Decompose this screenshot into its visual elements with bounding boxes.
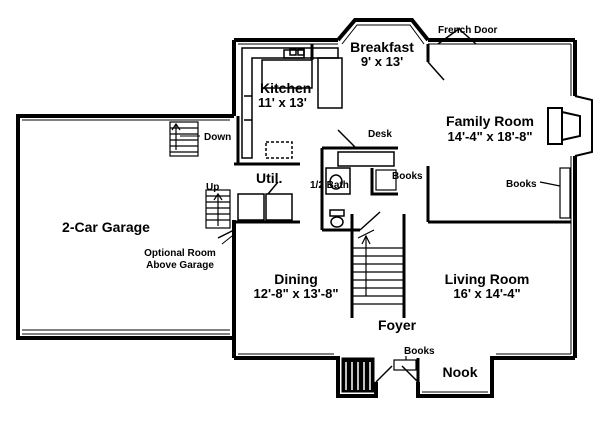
down-label: Down bbox=[204, 132, 231, 143]
entry-steps bbox=[341, 357, 375, 393]
books-nook-label: Books bbox=[404, 346, 435, 357]
bay-inner-line bbox=[341, 24, 425, 45]
washer bbox=[237, 193, 265, 221]
fireplace-outline bbox=[574, 95, 593, 157]
stair-down bbox=[169, 121, 199, 157]
vanity-sink bbox=[329, 174, 343, 190]
stair-arrow-head bbox=[361, 234, 371, 245]
living-room-dims: 16' x 14'-4" bbox=[453, 286, 520, 301]
french-door-label: French Door bbox=[438, 25, 498, 36]
wall-inner-lines bbox=[22, 24, 572, 393]
optional-room-leader bbox=[221, 235, 233, 245]
garage-stairs bbox=[169, 121, 231, 229]
bath-fixtures bbox=[325, 167, 351, 228]
util-door-swing bbox=[267, 181, 279, 195]
stair-down-arrow bbox=[171, 122, 181, 150]
half-bath-name: 1/2 Bath bbox=[310, 180, 349, 191]
stair-up bbox=[205, 189, 231, 229]
optional-room-line1: Optional Room bbox=[144, 248, 216, 259]
garage-name: 2-Car Garage bbox=[62, 219, 150, 235]
fireplace-hearth bbox=[547, 107, 563, 145]
kitchen-dims: 11' x 13' bbox=[258, 95, 307, 110]
books-bath-shelf bbox=[375, 169, 397, 191]
family-room-dims: 14'-4" x 18'-8" bbox=[447, 129, 532, 144]
stair-down-treads bbox=[170, 127, 198, 153]
books-family-shelf bbox=[559, 167, 571, 219]
family-room-name: Family Room bbox=[446, 113, 534, 129]
refrigerator bbox=[317, 57, 343, 109]
bath-door bbox=[359, 211, 381, 231]
range-burner-2 bbox=[297, 48, 305, 56]
front-door bbox=[375, 365, 393, 383]
toilet-tank bbox=[329, 209, 345, 217]
nook-name: Nook bbox=[443, 364, 478, 380]
foyer-stairs bbox=[352, 229, 404, 305]
kitchen-name: Kitchen bbox=[260, 80, 311, 96]
books-bath-label: Books bbox=[392, 171, 423, 182]
toilet-bowl bbox=[330, 216, 344, 228]
optional-room-line2: Above Garage bbox=[146, 260, 214, 271]
family-west-door bbox=[427, 61, 445, 81]
up-label: Up bbox=[206, 182, 219, 193]
dining-dims: 12'-8" x 13'-8" bbox=[253, 286, 338, 301]
laundry-appliances bbox=[237, 181, 293, 221]
util-name: Util. bbox=[256, 170, 282, 186]
books-nook-shelf bbox=[393, 359, 417, 371]
exterior-walls bbox=[16, 18, 577, 398]
living-room-name: Living Room bbox=[445, 271, 530, 287]
vanity bbox=[325, 167, 351, 195]
note-leaders bbox=[180, 135, 233, 245]
garage-wall bbox=[16, 114, 234, 340]
front-door-2 bbox=[401, 365, 419, 383]
dishwasher bbox=[265, 141, 293, 159]
labels: Breakfast 9' x 13' French Door Kitchen 1… bbox=[62, 25, 537, 380]
foyer-name: Foyer bbox=[378, 317, 417, 333]
fireplace-box bbox=[561, 111, 581, 141]
books-family-leader bbox=[539, 181, 561, 187]
counter-island bbox=[261, 59, 313, 89]
south-wall-east bbox=[416, 356, 575, 398]
kitchen-counters bbox=[241, 47, 343, 159]
bookshelves bbox=[375, 167, 571, 371]
breakfast-dims: 9' x 13' bbox=[361, 54, 403, 69]
desk bbox=[337, 129, 395, 167]
stair-break bbox=[357, 229, 375, 239]
breakfast-name: Breakfast bbox=[350, 39, 414, 55]
fireplace bbox=[547, 95, 593, 157]
counter-west-cabinet bbox=[244, 95, 252, 121]
dining-name: Dining bbox=[274, 271, 318, 287]
dining-door-arc bbox=[217, 229, 235, 239]
french-door-leaf-1 bbox=[437, 27, 461, 45]
doors bbox=[217, 27, 477, 383]
counter-north bbox=[241, 47, 339, 159]
french-door-leaf-2 bbox=[457, 27, 477, 45]
stair-treads bbox=[352, 247, 404, 305]
range-burner-1 bbox=[289, 48, 297, 56]
desk-label: Desk bbox=[368, 129, 392, 140]
dryer bbox=[265, 193, 293, 221]
desk-top bbox=[337, 151, 395, 167]
interior-walls bbox=[234, 44, 571, 382]
breakfast-bay-wall bbox=[336, 18, 430, 42]
books-family-label: Books bbox=[506, 179, 537, 190]
south-wall-west bbox=[234, 356, 378, 398]
closet-wall bbox=[370, 168, 398, 196]
entry-step-lines bbox=[345, 362, 371, 390]
stair-up-arrow bbox=[213, 192, 223, 226]
desk-leader bbox=[337, 129, 357, 149]
